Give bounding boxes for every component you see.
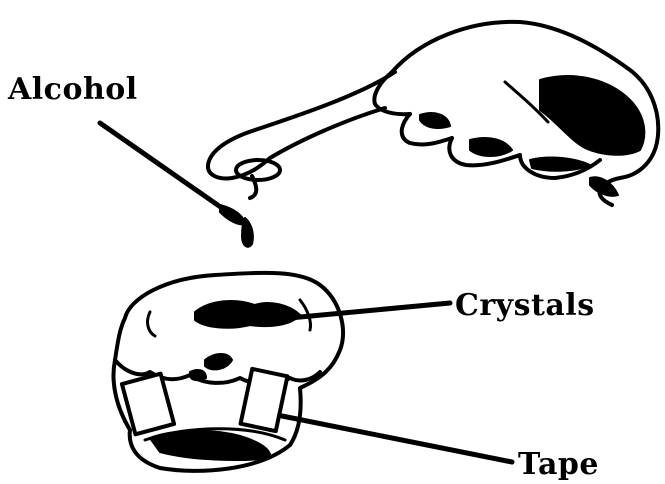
alcohol-pointer — [100, 123, 246, 224]
hand-illustration — [374, 22, 658, 205]
jar-illustration — [113, 273, 343, 471]
alcohol-label: Alcohol — [8, 72, 138, 107]
crystals-label: Crystals — [455, 288, 595, 323]
tape-pointer — [282, 416, 512, 462]
tape-label: Tape — [518, 447, 599, 482]
